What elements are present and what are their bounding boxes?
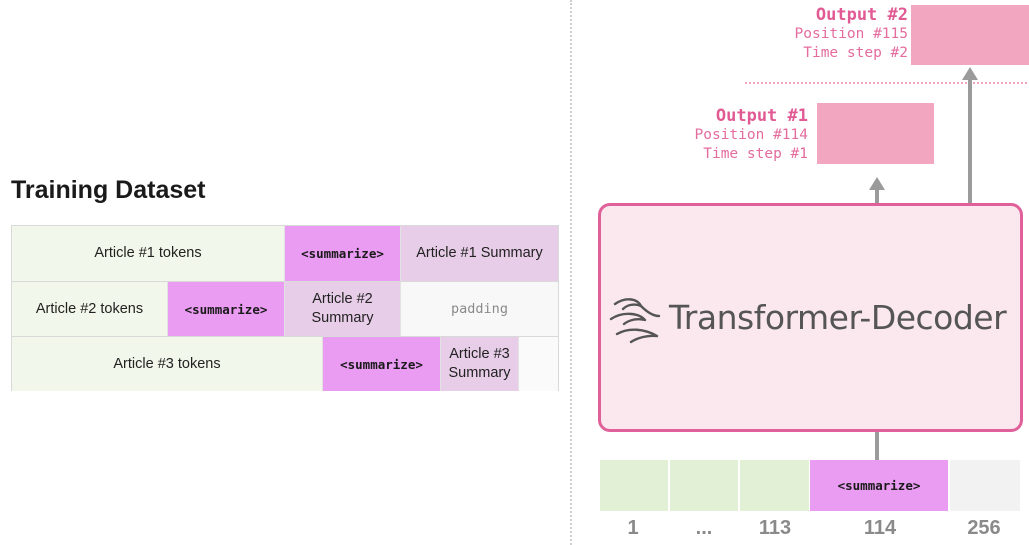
article-3-summary-cell: Article #3 Summary	[441, 337, 519, 391]
article-1-summary-cell: Article #1 Summary	[401, 226, 558, 281]
article-3-tokens-cell: Article #3 tokens	[12, 337, 323, 391]
training-dataset-title: Training Dataset	[11, 176, 206, 204]
summarize-token-slot: <summarize>	[810, 460, 948, 511]
empty-token-slot	[950, 460, 1020, 511]
position-label: 256	[967, 517, 1001, 539]
padding-cell: padding	[401, 282, 558, 336]
position-label: 114	[863, 517, 897, 539]
empty-cell	[519, 337, 558, 391]
output-2-time-step: Time step #2	[803, 45, 908, 61]
summarize-token-cell: <summarize>	[168, 282, 285, 336]
swirl-logo-icon	[609, 298, 661, 344]
input-token-slot	[670, 460, 738, 511]
dataset-row-1: Article #1 tokens <summarize> Article #1…	[12, 226, 558, 281]
input-arrow-shaft	[875, 432, 879, 460]
summarize-token-cell: <summarize>	[285, 226, 401, 281]
article-2-summary-cell: Article #2 Summary	[285, 282, 401, 336]
transformer-decoder-block: Transformer-Decoder	[598, 203, 1023, 432]
input-token-slot	[740, 460, 809, 511]
article-2-tokens-cell: Article #2 tokens	[12, 282, 168, 336]
output-1-box	[817, 103, 934, 164]
decoder-label: Transformer-Decoder	[669, 298, 1007, 337]
output-1-label: Output #1 Position #114 Time step #1	[640, 106, 809, 164]
article-1-tokens-cell: Article #1 tokens	[12, 226, 285, 281]
output-2-label: Output #2 Position #115 Time step #2	[740, 5, 909, 63]
output-1-position: Position #114	[694, 127, 809, 143]
output-2-box	[911, 5, 1029, 65]
input-token-slot	[600, 460, 668, 511]
dataset-row-3: Article #3 tokens <summarize> Article #3…	[12, 336, 558, 391]
position-label: 113	[758, 517, 792, 539]
output-2-arrow-shaft	[968, 80, 972, 204]
training-dataset-table: Article #1 tokens <summarize> Article #1…	[11, 225, 559, 391]
section-divider	[570, 0, 572, 545]
time-step-separator	[745, 82, 1027, 84]
output-2-position: Position #115	[794, 26, 909, 42]
output-2-title: Output #2	[815, 5, 908, 25]
output-1-arrow-head-icon	[869, 177, 885, 190]
output-1-title: Output #1	[715, 106, 808, 126]
summarize-token-cell: <summarize>	[323, 337, 441, 391]
output-1-arrow-shaft	[875, 189, 879, 204]
input-sequence: <summarize>	[600, 460, 1020, 511]
position-label: ...	[695, 517, 713, 539]
dataset-row-2: Article #2 tokens <summarize> Article #2…	[12, 281, 558, 336]
output-1-time-step: Time step #1	[703, 146, 808, 162]
output-2-arrow-head-icon	[962, 67, 978, 80]
position-label: 1	[627, 517, 639, 539]
